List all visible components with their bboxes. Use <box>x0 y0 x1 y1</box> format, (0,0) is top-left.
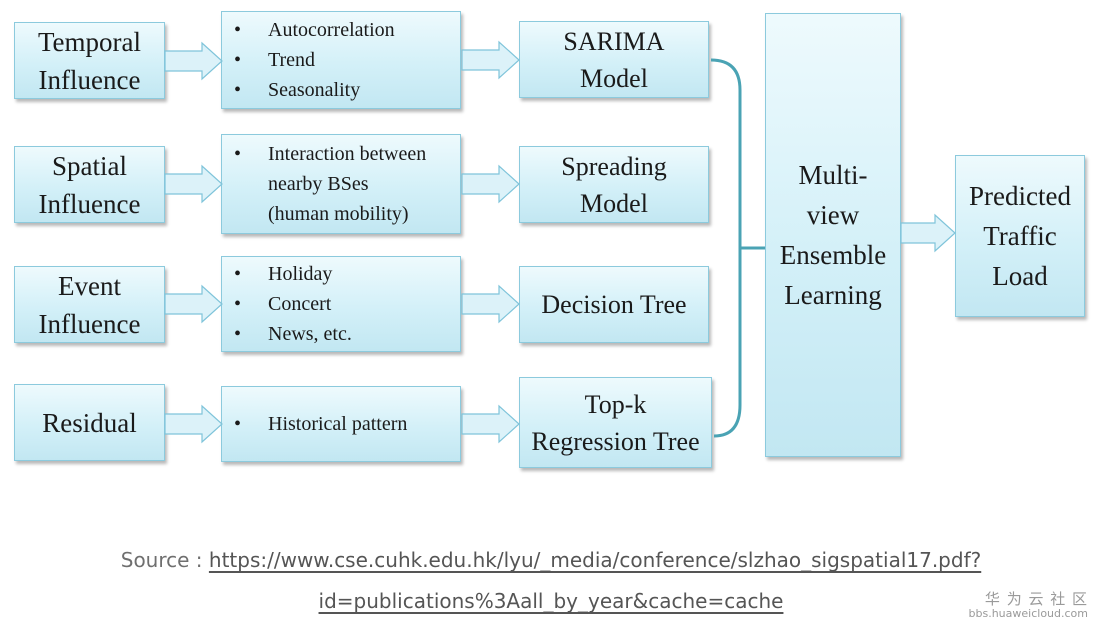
model-box-sarima: SARIMA Model <box>519 21 709 98</box>
model-label-line: Decision Tree <box>541 290 687 319</box>
input-box-residual: Residual <box>14 384 165 461</box>
output-label-line: Traffic <box>983 221 1057 251</box>
flow-arrow <box>461 40 520 80</box>
input-label-line: Influence <box>38 188 141 219</box>
feature-item: Seasonality <box>222 75 460 105</box>
model-label-line: Top-k <box>584 389 647 419</box>
model-label-line: Model <box>580 63 648 93</box>
watermark-brand: 华 为 云 社 区 <box>984 590 1088 608</box>
connector-bracket <box>710 58 742 438</box>
model-label-line: Regression Tree <box>531 426 700 456</box>
feature-item: Interaction between <box>222 139 460 169</box>
flow-arrow <box>164 164 223 204</box>
flow-arrow <box>900 213 956 253</box>
flow-arrow <box>164 404 223 444</box>
ensemble-label-line: Multi- <box>798 160 868 190</box>
output-box-predicted-traffic-load: Predicted Traffic Load <box>955 155 1085 317</box>
model-box-spreading: Spreading Model <box>519 146 709 223</box>
feature-box-spatial: Interaction between nearby BSes (human m… <box>221 134 461 234</box>
feature-item: Holiday <box>222 259 460 289</box>
feature-item: (human mobility) <box>268 203 409 225</box>
ensemble-label-line: view <box>806 200 860 230</box>
watermark-url: bbs.huaweicloud.com <box>968 607 1088 620</box>
flow-arrow <box>164 284 223 324</box>
ensemble-box: Multi- view Ensemble Learning <box>765 13 901 457</box>
flow-arrow <box>461 404 520 444</box>
model-box-decision-tree: Decision Tree <box>519 266 709 343</box>
input-label-line: Event <box>58 270 121 301</box>
feature-box-residual: Historical pattern <box>221 386 461 462</box>
input-label-line: Influence <box>38 308 141 339</box>
feature-item: Concert <box>222 289 460 319</box>
input-label-line: Temporal <box>37 26 142 57</box>
input-label-line: Influence <box>38 64 141 95</box>
output-label-line: Load <box>992 261 1048 291</box>
model-box-topk-regression-tree: Top-k Regression Tree <box>519 377 712 468</box>
feature-item: Autocorrelation <box>222 15 460 45</box>
source-citation-line-1: Source : https://www.cse.cuhk.edu.hk/lyu… <box>0 548 1102 572</box>
output-label-line: Predicted <box>969 181 1071 211</box>
input-box-temporal-influence: Temporal Influence <box>14 22 165 99</box>
input-box-spatial-influence: Spatial Influence <box>14 146 165 223</box>
source-citation-line-2: id=publications%3Aall_by_year&cache=cach… <box>0 589 1102 613</box>
input-box-event-influence: Event Influence <box>14 266 165 343</box>
flow-arrow <box>461 164 520 204</box>
source-link[interactable]: https://www.cse.cuhk.edu.hk/lyu/_media/c… <box>208 548 982 572</box>
flow-arrow <box>164 41 223 81</box>
feature-item: News, etc. <box>222 319 460 349</box>
feature-item: nearby BSes <box>268 173 369 195</box>
model-label-line: SARIMA <box>563 26 665 56</box>
feature-box-event: Holiday Concert News, etc. <box>221 256 461 352</box>
feature-item: Trend <box>222 45 460 75</box>
input-label-line: Spatial <box>52 150 127 181</box>
feature-box-temporal: Autocorrelation Trend Seasonality <box>221 11 461 109</box>
ensemble-label-line: Learning <box>784 280 882 310</box>
source-prefix: Source : <box>120 548 209 572</box>
source-link-continued[interactable]: id=publications%3Aall_by_year&cache=cach… <box>318 589 784 613</box>
flow-arrow <box>461 284 520 324</box>
model-label-line: Model <box>580 188 648 218</box>
ensemble-label-line: Ensemble <box>779 240 887 270</box>
feature-item: Historical pattern <box>222 409 460 439</box>
input-label-line: Residual <box>42 407 137 438</box>
model-label-line: Spreading <box>561 151 667 181</box>
